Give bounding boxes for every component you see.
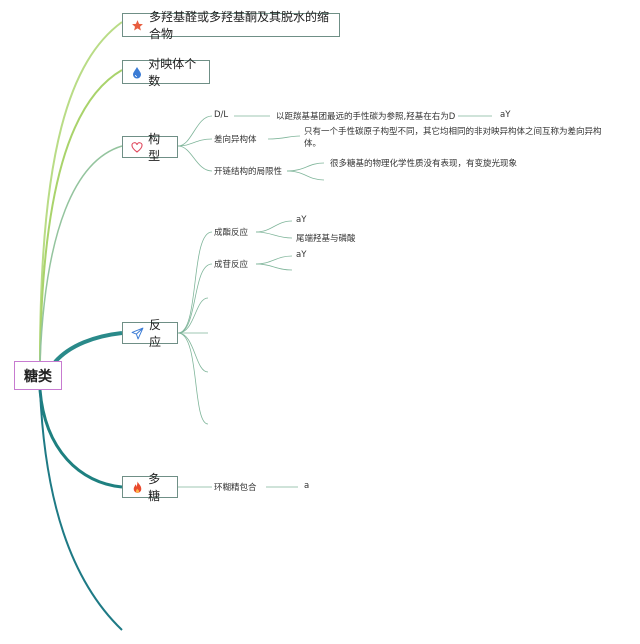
branch-enantiomer-count[interactable]: 对映体个数: [122, 57, 210, 88]
link-open-detail-2: [286, 170, 325, 181]
star-icon: [131, 18, 144, 32]
link-reaction-glycoside: [177, 263, 213, 334]
link-reaction-empty-3: [177, 332, 209, 373]
link-root-empty: [39, 389, 123, 631]
link-reaction-ester: [177, 231, 213, 334]
config-item-epimer[interactable]: 差向异构体: [214, 135, 257, 145]
heart-icon: [131, 140, 143, 154]
root-label: 糖类: [24, 368, 52, 385]
config-item-open-chain-detail: 很多糖基的物理化学性质没有表现，有变旋光现象: [330, 159, 518, 169]
link-root-polysaccharide: [38, 389, 123, 489]
reaction-glycoside-detail-1: aY: [296, 250, 307, 260]
send-icon: [131, 326, 144, 340]
config-item-open-chain[interactable]: 开链结构的局限性: [214, 167, 283, 177]
link-root-config: [39, 145, 123, 363]
link-config-dl: [177, 115, 213, 147]
link-root-enantiomer: [39, 69, 123, 363]
link-config-open: [177, 145, 213, 172]
link-epimer-detail: [267, 135, 301, 140]
config-item-dl[interactable]: D/L: [214, 110, 229, 120]
branch-enantiomer-label: 对映体个数: [148, 57, 197, 88]
reaction-item-glycoside[interactable]: 成苷反应: [214, 260, 249, 270]
link-root-def: [39, 21, 123, 363]
branch-configuration[interactable]: 构型: [122, 132, 178, 163]
branch-reaction-label: 反应: [149, 318, 162, 349]
config-item-epimer-detail: 只有一个手性碳原子构型不同，其它均相同的非对映异构体之间互称为差向异构体。: [304, 127, 602, 149]
link-config-epimer: [177, 138, 213, 147]
link-reaction-empty-4: [177, 332, 209, 425]
reaction-esterification-detail-2: 尾端羟基与磷酸: [296, 234, 356, 244]
config-item-dl-extra: aY: [500, 110, 511, 120]
link-glycoside-empty: [255, 263, 293, 271]
link-ester-phosphate: [255, 231, 293, 239]
fire-icon: [131, 480, 143, 494]
link-glycoside-ay: [255, 255, 293, 265]
water-drop-icon: [131, 65, 143, 79]
root-node[interactable]: 糖类: [14, 361, 62, 390]
polysaccharide-cyclodextrin-detail: a: [304, 481, 310, 491]
reaction-esterification-detail-1: aY: [296, 215, 307, 225]
config-item-dl-detail: 以距羰基基团最远的手性碳为参照,羟基在右为D: [276, 112, 456, 122]
reaction-item-esterification[interactable]: 成酯反应: [214, 228, 249, 238]
branch-polysaccharide-label: 多糖: [148, 472, 161, 503]
branch-polysaccharide[interactable]: 多糖: [122, 472, 178, 503]
link-open-detail: [286, 162, 325, 172]
link-reaction-empty-1: [177, 297, 209, 334]
branch-reaction[interactable]: 反应: [122, 318, 178, 349]
link-root-reaction: [53, 331, 123, 364]
branch-definition[interactable]: 多羟基醛或多羟基酮及其脱水的缩合物: [122, 10, 340, 41]
branch-definition-label: 多羟基醛或多羟基酮及其脱水的缩合物: [149, 10, 330, 41]
branch-configuration-label: 构型: [148, 132, 161, 163]
polysaccharide-item-cyclodextrin[interactable]: 环糊精包合: [214, 483, 257, 493]
link-ester-ay: [255, 220, 293, 233]
